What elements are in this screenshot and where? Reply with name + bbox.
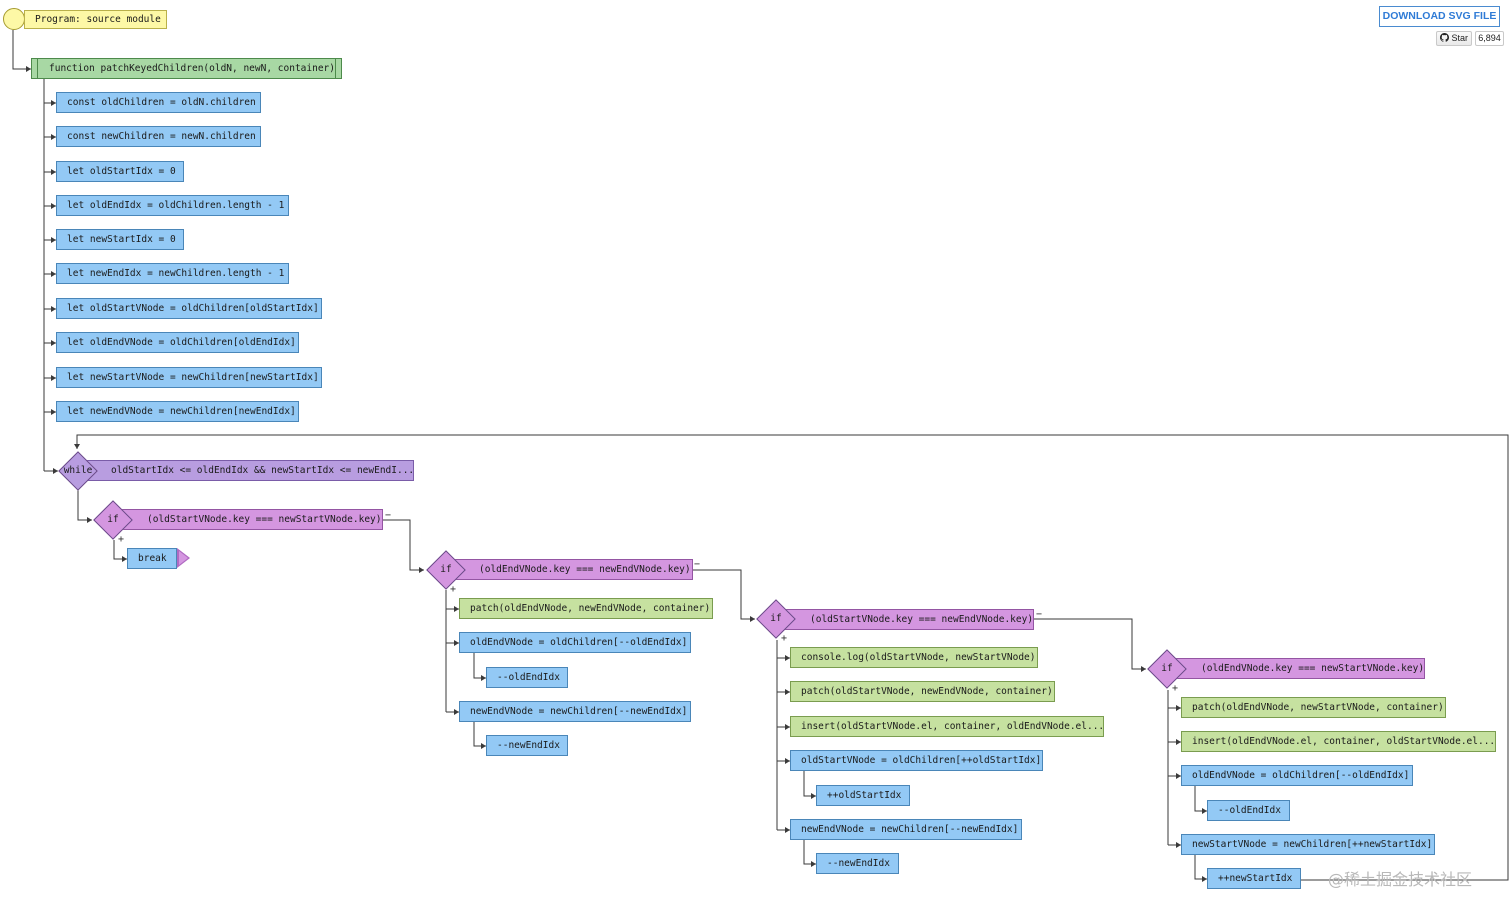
- decl-node[interactable]: let newEndVNode = newChildren[newEndIdx]: [56, 401, 299, 422]
- if3-substmt[interactable]: --newEndIdx: [816, 853, 899, 874]
- if4-substmt[interactable]: --oldEndIdx: [1207, 800, 1290, 821]
- if3-stmt[interactable]: oldStartVNode = oldChildren[++oldStartId…: [790, 750, 1043, 771]
- break-arrow-inner: [179, 551, 188, 565]
- if4-stmt[interactable]: newStartVNode = newChildren[++newStartId…: [1181, 834, 1435, 855]
- decl-node[interactable]: let newStartVNode = newChildren[newStart…: [56, 367, 322, 388]
- if2-true-sign: +: [450, 584, 457, 595]
- if3-true-sign: +: [781, 633, 788, 644]
- decl-node[interactable]: const oldChildren = oldN.children: [56, 92, 261, 113]
- function-node-left-bar: [37, 58, 38, 79]
- download-svg-button[interactable]: DOWNLOAD SVG FILE: [1379, 6, 1500, 27]
- if3-stmt[interactable]: patch(oldStartVNode, newEndVNode, contai…: [790, 681, 1055, 702]
- if2-keyword: if: [440, 564, 452, 575]
- function-node-right-bar: [335, 58, 336, 79]
- if4-true-sign: +: [1172, 683, 1179, 694]
- decl-node[interactable]: let oldStartIdx = 0: [56, 161, 184, 182]
- if3-stmt[interactable]: insert(oldStartVNode.el, container, oldE…: [790, 716, 1104, 737]
- if4-condition[interactable]: (oldEndVNode.key === newStartVNode.key): [1172, 658, 1425, 679]
- decl-node[interactable]: const newChildren = newN.children: [56, 126, 261, 147]
- decl-node[interactable]: let newEndIdx = newChildren.length - 1: [56, 263, 289, 284]
- if3-stmt[interactable]: newEndVNode = newChildren[--newEndIdx]: [790, 819, 1022, 840]
- break-node[interactable]: break: [127, 548, 177, 569]
- if2-false-sign: −: [694, 559, 701, 570]
- if3-substmt[interactable]: ++oldStartIdx: [816, 785, 910, 806]
- decl-node[interactable]: let oldEndVNode = oldChildren[oldEndIdx]: [56, 332, 299, 353]
- program-node[interactable]: Program: source module: [24, 10, 167, 29]
- if4-stmt[interactable]: oldEndVNode = oldChildren[--oldEndIdx]: [1181, 765, 1413, 786]
- if1-keyword: if: [107, 514, 119, 525]
- program-start-circle: [3, 8, 25, 30]
- if2-substmt[interactable]: --newEndIdx: [486, 735, 568, 756]
- while-condition[interactable]: oldStartIdx <= oldEndIdx && newStartIdx …: [82, 460, 414, 481]
- decl-node[interactable]: let oldStartVNode = oldChildren[oldStart…: [56, 298, 322, 319]
- if2-condition[interactable]: (oldEndVNode.key === newEndVNode.key): [450, 559, 693, 580]
- if4-substmt[interactable]: ++newStartIdx: [1207, 868, 1301, 889]
- if4-stmt[interactable]: patch(oldEndVNode, newStartVNode, contai…: [1181, 697, 1446, 718]
- star-label: Star: [1451, 33, 1469, 43]
- function-node[interactable]: function patchKeyedChildren(oldN, newN, …: [31, 58, 342, 79]
- if2-stmt[interactable]: patch(oldEndVNode, newEndVNode, containe…: [459, 598, 713, 619]
- if3-condition[interactable]: (oldStartVNode.key === newEndVNode.key): [781, 609, 1034, 630]
- if2-stmt[interactable]: oldEndVNode = oldChildren[--oldEndIdx]: [459, 632, 691, 653]
- if1-condition[interactable]: (oldStartVNode.key === newStartVNode.key…: [118, 509, 383, 530]
- github-icon: [1440, 33, 1449, 42]
- if4-stmt[interactable]: insert(oldEndVNode.el, container, oldSta…: [1181, 731, 1496, 752]
- github-star-button[interactable]: Star: [1436, 31, 1472, 46]
- if3-false-sign: −: [1036, 609, 1043, 620]
- decl-node[interactable]: let oldEndIdx = oldChildren.length - 1: [56, 195, 289, 216]
- if1-true-sign: +: [118, 534, 125, 545]
- if4-keyword: if: [1161, 663, 1173, 674]
- star-count[interactable]: 6,894: [1475, 31, 1504, 46]
- if1-false-sign: −: [385, 510, 392, 521]
- watermark: @稀土掘金技术社区: [1328, 870, 1473, 889]
- while-keyword: while: [63, 465, 93, 476]
- if3-stmt[interactable]: console.log(oldStartVNode, newStartVNode…: [790, 647, 1038, 668]
- decl-node[interactable]: let newStartIdx = 0: [56, 229, 184, 250]
- if2-substmt[interactable]: --oldEndIdx: [486, 667, 568, 688]
- if3-keyword: if: [770, 613, 782, 624]
- if2-stmt[interactable]: newEndVNode = newChildren[--newEndIdx]: [459, 701, 691, 722]
